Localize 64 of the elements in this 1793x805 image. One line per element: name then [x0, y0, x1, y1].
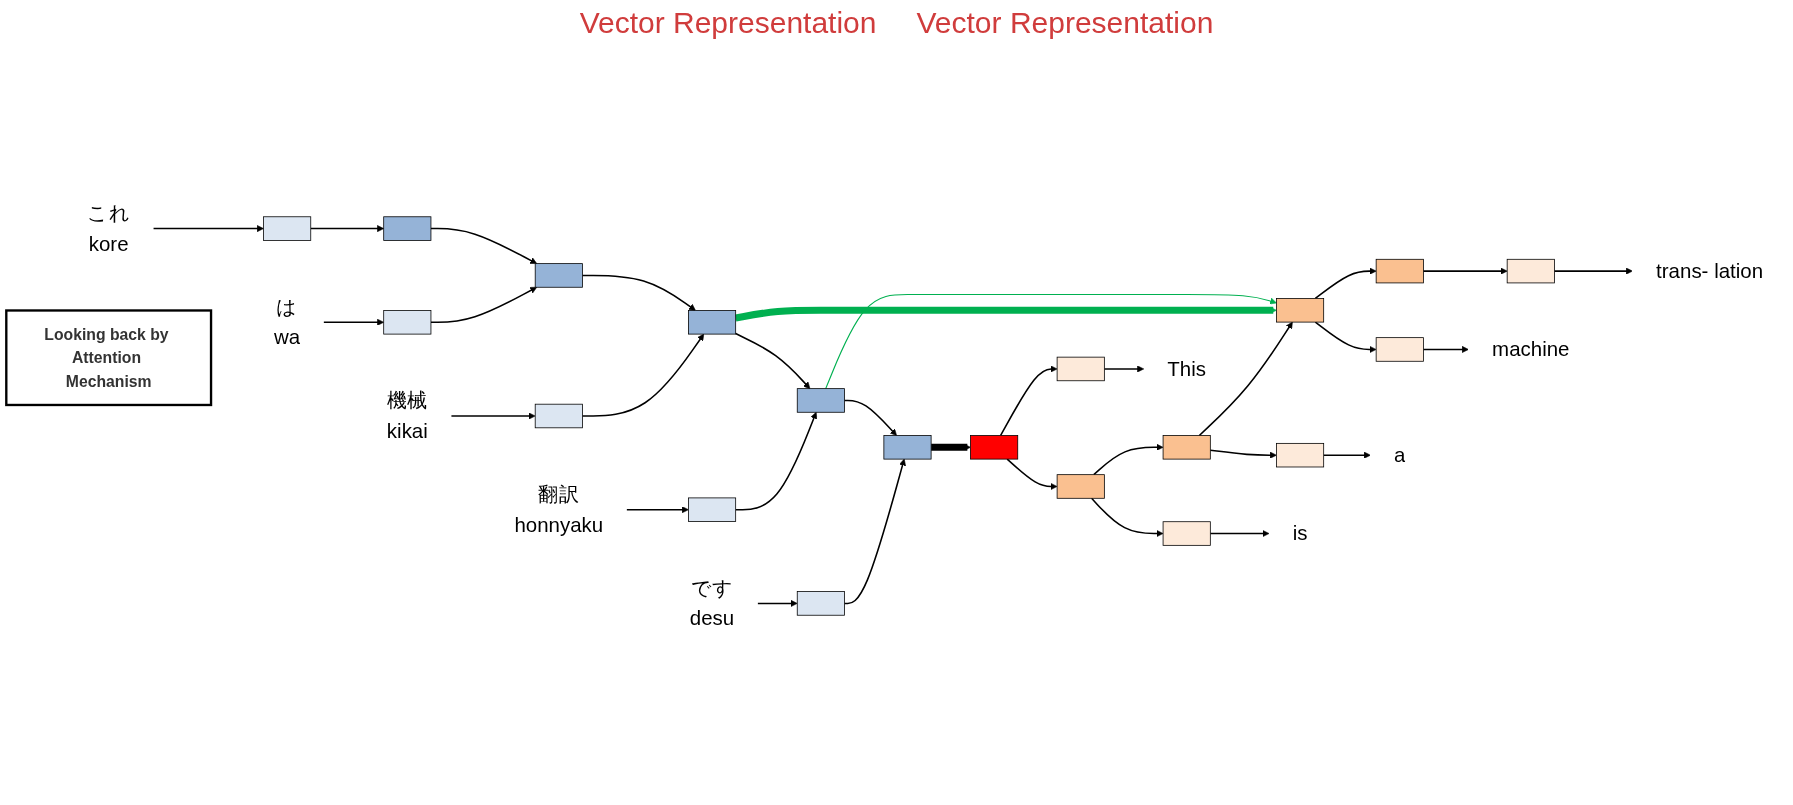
arrow [581, 274, 696, 311]
arrow [581, 333, 705, 417]
node-box [883, 435, 932, 460]
arrow [1090, 497, 1164, 537]
arrow [430, 286, 538, 324]
arrow [1093, 443, 1164, 476]
arrow [1209, 530, 1270, 537]
node-box [534, 263, 583, 288]
arrow [734, 411, 818, 511]
arrow [930, 443, 971, 451]
node-text: これ kore [87, 201, 130, 256]
node-box: Looking back by Attention Mechanism [5, 309, 213, 407]
annotation-text: Vector Representation [916, 6, 1214, 40]
arrow [1322, 451, 1371, 459]
node-text: です desu [689, 575, 735, 631]
node-box [688, 310, 737, 335]
node-box [383, 216, 432, 241]
node-box [1375, 337, 1424, 362]
arrow [152, 225, 264, 233]
node-text: This [1167, 356, 1207, 381]
arrow [323, 318, 384, 326]
node-box [688, 497, 737, 522]
node-box [383, 310, 432, 335]
node-box [1276, 442, 1325, 468]
annotation-text: Vector Representation [579, 6, 877, 40]
arrow [450, 412, 536, 420]
arrow [734, 332, 811, 389]
node-text: 翻訳 honnyaku [514, 482, 604, 537]
node-box [1162, 521, 1211, 546]
node-box [970, 435, 1019, 460]
node-text: machine [1492, 337, 1570, 361]
arrow [843, 458, 906, 605]
node-text: trans- lation [1656, 258, 1764, 283]
arrow [1422, 267, 1508, 275]
node-text: 機械 kikai [386, 388, 428, 443]
arrow [1314, 267, 1377, 300]
arrow [1553, 267, 1633, 275]
arrow [825, 293, 1277, 390]
arrow [1198, 321, 1293, 437]
node-box [1375, 258, 1424, 284]
node-box [1056, 474, 1105, 499]
node-box [1056, 356, 1105, 382]
node-box [796, 591, 845, 616]
arrow [1103, 365, 1145, 373]
arrow [1209, 449, 1277, 459]
node-text: は wa [274, 294, 301, 350]
arrow [626, 506, 689, 514]
node-box [1506, 258, 1555, 284]
arrow [757, 599, 798, 607]
node-text: a [1394, 442, 1406, 467]
node-box [1162, 435, 1211, 460]
node-box [534, 403, 583, 429]
arrow [999, 365, 1058, 437]
node-text: is [1292, 521, 1308, 545]
arrow [843, 399, 897, 436]
node-box [263, 216, 312, 241]
arrow [309, 225, 384, 233]
node-box [1276, 298, 1325, 323]
arrow [735, 306, 1277, 322]
arrow [1422, 346, 1469, 353]
arrow [430, 227, 538, 264]
node-box [796, 388, 845, 413]
arrow [1006, 458, 1058, 490]
arrow [1314, 321, 1377, 353]
